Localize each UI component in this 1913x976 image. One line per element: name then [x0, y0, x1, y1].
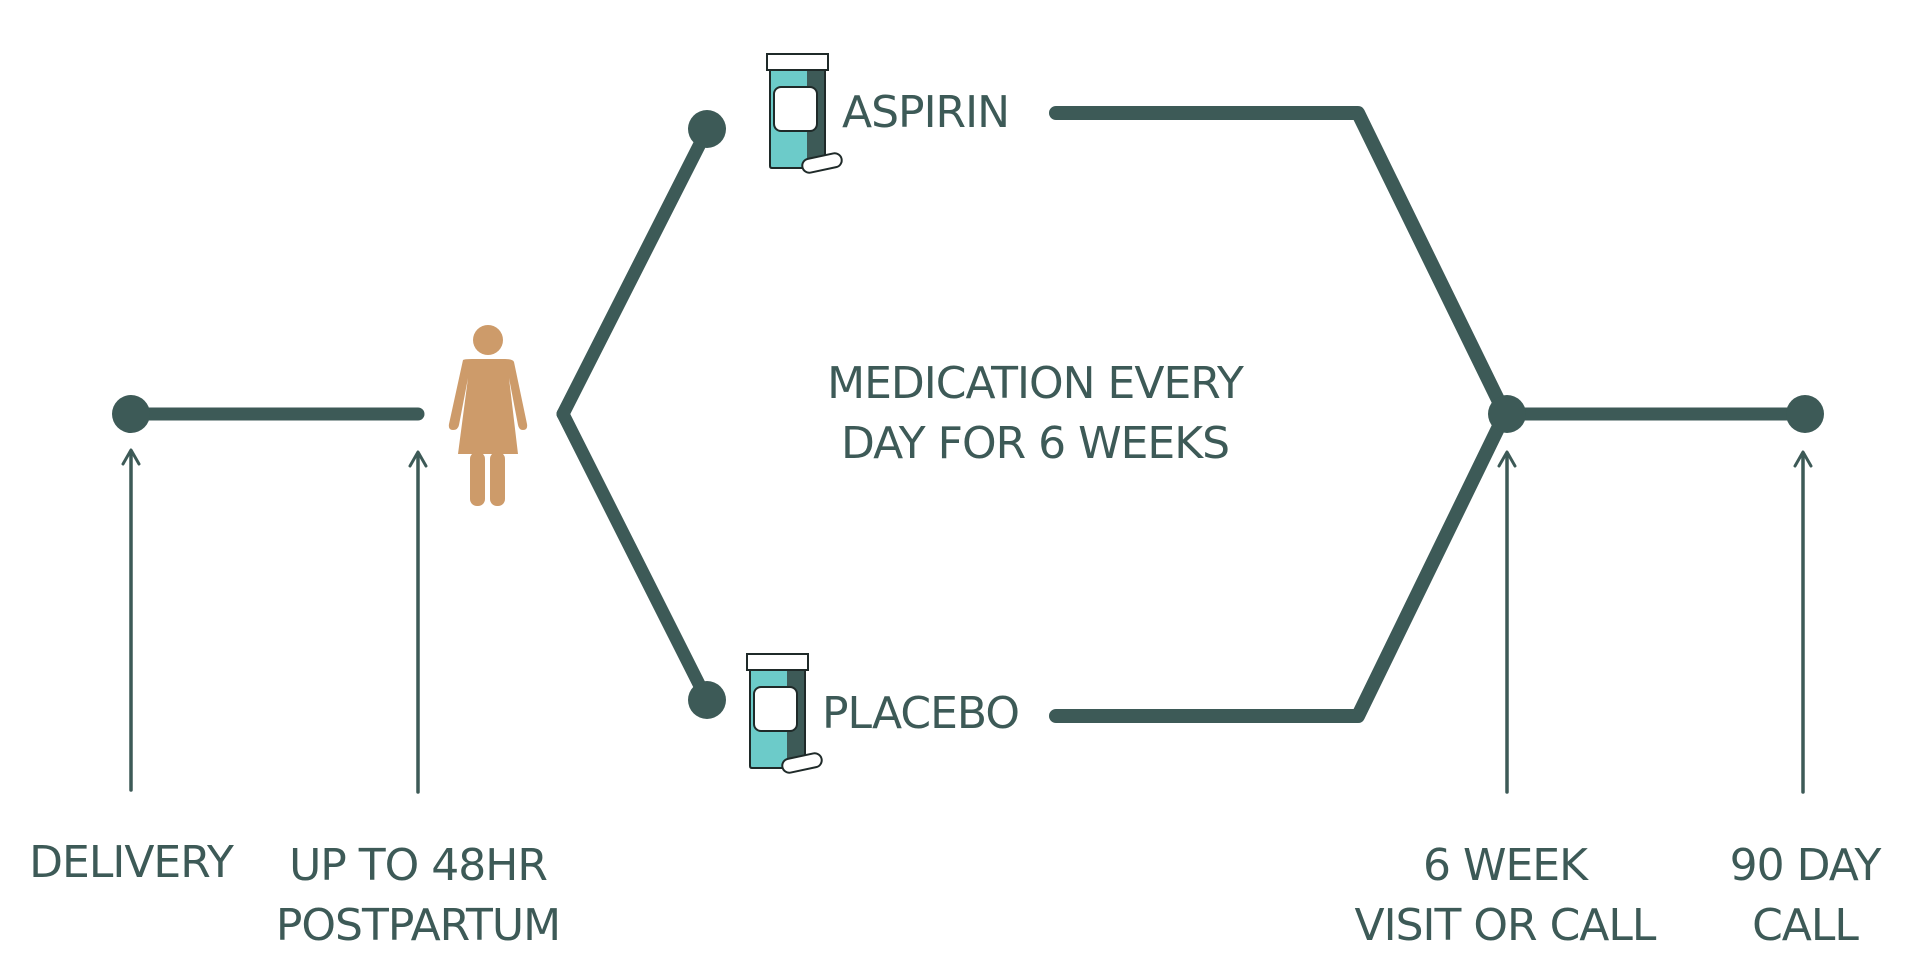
aspirin-label: ASPIRIN: [842, 87, 1010, 138]
node-aspirin-start: [688, 110, 726, 148]
node-delivery: [112, 395, 150, 433]
six-week-label: 6 WEEK VISIT OR CALL: [1345, 836, 1665, 956]
placebo-arm-line: [1049, 407, 1512, 723]
pill-bottle-icon: [766, 53, 843, 174]
branch-lower-left: [556, 407, 714, 707]
postpartum-line2: POSTPARTUM: [275, 900, 561, 951]
ninety-day-line1: 90 DAY: [1729, 840, 1882, 891]
node-90-day: [1786, 395, 1824, 433]
delivery-text: DELIVERY: [29, 837, 234, 888]
medication-duration-line1: MEDICATION EVERY: [827, 358, 1244, 409]
postpartum-line1: UP TO 48HR: [289, 840, 548, 891]
arrow-90-day: [1793, 450, 1813, 794]
ninety-day-label: 90 DAY CALL: [1700, 836, 1910, 956]
delivery-label: DELIVERY: [11, 833, 251, 893]
placebo-label: PLACEBO: [822, 688, 1020, 739]
node-placebo-start: [688, 681, 726, 719]
arrow-6-week: [1497, 450, 1517, 794]
arrow-postpartum: [408, 450, 428, 794]
postpartum-label: UP TO 48HR POSTPARTUM: [263, 836, 573, 956]
node-6-week: [1488, 395, 1526, 433]
ninety-day-line2: CALL: [1752, 900, 1859, 951]
medication-duration-text: MEDICATION EVERY DAY FOR 6 WEEKS: [790, 354, 1280, 474]
pill-bottle-icon: [746, 653, 823, 774]
woman-icon: [448, 325, 528, 506]
six-week-line1: 6 WEEK: [1423, 840, 1588, 891]
six-week-line2: VISIT OR CALL: [1354, 900, 1657, 951]
aspirin-arm-line: [1049, 106, 1512, 421]
arrow-delivery: [121, 448, 141, 792]
medication-duration-line2: DAY FOR 6 WEEKS: [840, 418, 1230, 469]
branch-upper-left: [556, 123, 714, 421]
